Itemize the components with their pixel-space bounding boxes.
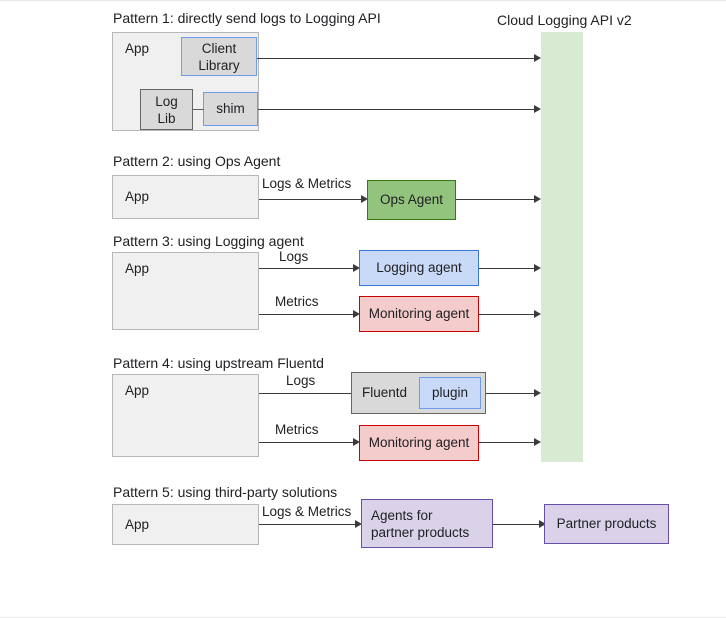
pattern-4-app-box: App (112, 374, 259, 457)
logging-agent-box[interactable]: Logging agent (359, 250, 479, 286)
pattern-2-app-box: App (112, 175, 259, 219)
pattern-3-title: Pattern 3: using Logging agent (113, 233, 304, 249)
pattern-2-title: Pattern 2: using Ops Agent (113, 153, 281, 169)
pattern-4-edge-label-metrics: Metrics (275, 422, 319, 437)
pattern-3-app-label: App (125, 261, 150, 276)
connector-app-to-monitoring-agent-p4 (259, 442, 355, 443)
arrowhead-ops-agent-in (361, 195, 368, 203)
connector-client-library-to-api (257, 58, 535, 59)
pattern-1-title: Pattern 1: directly send logs to Logging… (113, 10, 381, 26)
connector-loglib-shim (193, 109, 204, 110)
ops-agent-box[interactable]: Ops Agent (367, 180, 456, 220)
arrowhead-client-library (534, 54, 541, 62)
monitoring-agent-box-p4[interactable]: Monitoring agent (359, 425, 479, 461)
arrowhead-agents-partner-in (355, 520, 362, 528)
connector-app-to-agents-partner (259, 524, 357, 525)
agents-for-partner-products-box[interactable]: Agents for partner products (361, 499, 493, 548)
fluentd-label: Fluentd (362, 385, 408, 400)
pattern-1-app-label: App (125, 41, 150, 56)
connector-app-to-monitoring-agent-p3 (259, 314, 355, 315)
pattern-2-app-label: App (125, 189, 150, 204)
connector-monitoring-agent-p3-to-api (479, 314, 535, 315)
monitoring-agent-box-p3[interactable]: Monitoring agent (359, 296, 479, 332)
arrowhead-fluentd-out (534, 389, 541, 397)
pattern-3-edge-label-metrics: Metrics (275, 294, 319, 309)
connector-app-to-fluentd (259, 393, 355, 394)
connector-shim-to-api (258, 109, 535, 110)
pattern-3-app-box: App (112, 252, 259, 330)
pattern-5-edge-label-logs-metrics: Logs & Metrics (262, 504, 352, 519)
pattern-4-app-label: App (125, 383, 150, 398)
arrowhead-shim (534, 105, 541, 113)
plugin-box[interactable]: plugin (419, 377, 481, 409)
connector-monitoring-agent-p4-to-api (479, 442, 535, 443)
arrowhead-monitoring-agent-p4-out (534, 438, 541, 446)
connector-fluentd-to-api (486, 393, 535, 394)
arrowhead-logging-agent-in (353, 264, 360, 272)
connector-agents-to-partner-products (493, 524, 541, 525)
shim-box[interactable]: shim (203, 92, 258, 126)
arrowhead-monitoring-agent-p3-out (534, 310, 541, 318)
pattern-3-edge-label-logs: Logs (279, 249, 309, 264)
client-library-box[interactable]: Client Library (181, 37, 257, 76)
connector-app-to-ops-agent (259, 199, 363, 200)
pattern-4-edge-label-logs: Logs (286, 373, 316, 388)
cloud-logging-api-title: Cloud Logging API v2 (497, 12, 632, 28)
pattern-5-title: Pattern 5: using third-party solutions (113, 484, 338, 500)
connector-logging-agent-to-api (479, 268, 535, 269)
partner-products-box[interactable]: Partner products (544, 504, 669, 544)
arrowhead-monitoring-agent-p3-in (353, 310, 360, 318)
cloud-logging-api-bar (541, 32, 583, 462)
arrowhead-monitoring-agent-p4-in (353, 438, 360, 446)
pattern-4-title: Pattern 4: using upstream Fluentd (113, 355, 324, 371)
arrowhead-logging-agent-out (534, 264, 541, 272)
connector-app-to-logging-agent (259, 268, 355, 269)
log-lib-box[interactable]: Log Lib (140, 89, 193, 130)
connector-ops-agent-to-api (456, 199, 535, 200)
arrowhead-partner-products-in (539, 520, 546, 528)
arrowhead-ops-agent-out (534, 195, 541, 203)
pattern-5-app-label: App (125, 516, 150, 532)
pattern-2-edge-label-logs-metrics: Logs & Metrics (262, 176, 352, 191)
pattern-5-app-box: App (112, 504, 259, 545)
